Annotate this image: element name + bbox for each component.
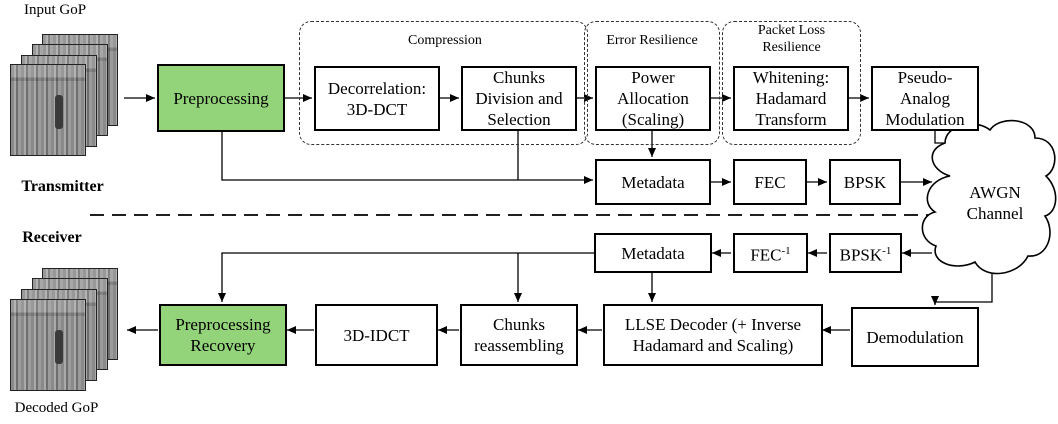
awgn-channel-line2: Channel [966, 204, 1024, 223]
chunks-reassembling-label-line1: Chunks [493, 315, 545, 334]
fec-label: FEC [754, 172, 786, 192]
idct-box: 3D-IDCT [315, 304, 438, 366]
error-resilience-group [584, 21, 720, 145]
preprocessing-label: Preprocessing [173, 88, 269, 108]
power-allocation-label-line1: Power [631, 68, 675, 87]
whitening-label-line2: Hadamard [755, 89, 827, 108]
chunks-reassembling-label-line2: reassembling [474, 336, 564, 355]
arrow-metadata-to-prep-recovery [218, 252, 594, 302]
pseudo-analog-label-line3: Modulation [885, 110, 965, 129]
power-allocation-box: Power Allocation (Scaling) [595, 66, 711, 131]
rx-metadata-label: Metadata [621, 243, 685, 263]
preprocessing-recovery-box: Preprocessing Recovery [159, 304, 287, 366]
chunks-division-label-line3: Selection [487, 110, 551, 129]
packet-loss-label-line2: Resilience [762, 40, 821, 55]
idct-label: 3D-IDCT [343, 325, 410, 345]
tx-metadata-label: Metadata [621, 172, 685, 192]
rx-metadata-box: Metadata [594, 233, 712, 273]
pseudo-analog-label-line1: Pseudo- [897, 68, 953, 87]
chunks-reassembling-box: Chunks reassembling [460, 304, 578, 366]
awgn-channel-label: AWGN Channel [950, 182, 1040, 224]
bpsk-inverse-box: BPSK-1 [829, 233, 902, 273]
llse-decoder-label-line1: LLSE Decoder (+ Inverse [624, 315, 802, 334]
fec-inverse-label: FEC-1 [750, 244, 791, 265]
transmitter-label: Transmitter [21, 178, 104, 195]
decorrelation-box: Decorrelation: 3D-DCT [314, 66, 440, 131]
arrow-preprocessing-to-metadata [221, 132, 593, 184]
compression-group-label: Compression [408, 33, 482, 48]
decorrelation-label-line1: Decorrelation: [327, 78, 427, 98]
fec-box: FEC [733, 159, 807, 205]
power-allocation-label-line3: (Scaling) [621, 110, 685, 129]
pseudo-analog-box: Pseudo- Analog Modulation [871, 66, 979, 131]
arrow-channel-to-demodulation [934, 274, 993, 304]
llse-decoder-box: LLSE Decoder (+ Inverse Hadamard and Sca… [603, 304, 823, 366]
chunks-division-box: Chunks Division and Selection [461, 66, 577, 131]
packet-loss-label-line1: Packet Loss [757, 23, 826, 38]
tx-metadata-box: Metadata [595, 159, 711, 205]
bpsk-box: BPSK [829, 159, 901, 205]
decoded-gop-label: Decoded GoP [14, 400, 99, 416]
whitening-box: Whitening: Hadamard Transform [733, 66, 849, 131]
receiver-label: Receiver [22, 229, 82, 246]
awgn-channel-line1: AWGN [969, 183, 1021, 202]
llse-decoder-label-line2: Hadamard and Scaling) [632, 336, 794, 355]
chunks-division-label-line1: Chunks [493, 68, 545, 87]
chunks-division-label-line2: Division and [475, 89, 563, 108]
bpsk-inverse-label: BPSK-1 [839, 244, 892, 265]
power-allocation-label-line2: Allocation [617, 89, 689, 108]
bpsk-label: BPSK [843, 172, 887, 192]
decorrelation-label-line2: 3D-DCT [346, 99, 408, 119]
preprocessing-box: Preprocessing [157, 64, 285, 132]
pseudo-analog-label-line2: Analog [899, 89, 951, 108]
compression-group [299, 21, 588, 145]
input-gop-label: Input GoP [23, 2, 87, 18]
preprocessing-recovery-label-line2: Recovery [190, 336, 256, 355]
demodulation-label: Demodulation [866, 327, 964, 347]
error-resilience-group-label: Error Resilience [606, 33, 698, 48]
fec-inverse-box: FEC-1 [733, 233, 808, 273]
preprocessing-recovery-label-line1: Preprocessing [175, 315, 271, 334]
demodulation-box: Demodulation [851, 307, 979, 367]
whitening-label-line3: Transform [755, 110, 827, 129]
packet-loss-group [722, 21, 861, 145]
whitening-label-line1: Whitening: [752, 68, 830, 87]
packet-loss-group-label: Packet Loss Resilience [726, 22, 857, 56]
